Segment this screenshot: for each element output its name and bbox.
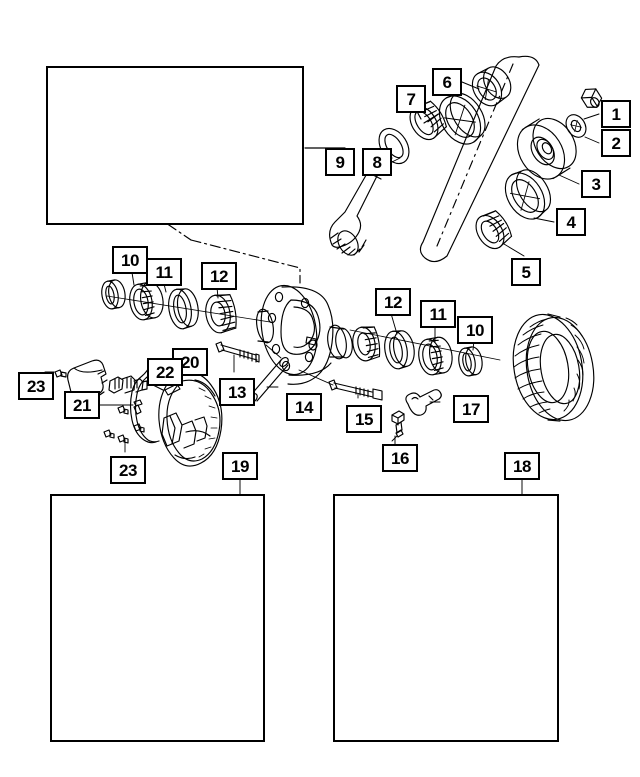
vent-parts — [391, 389, 442, 442]
outer-pinion-bearing-cone — [475, 210, 513, 250]
diff-bearing-shim-right — [458, 346, 483, 377]
pinion-yoke-seal — [516, 117, 577, 180]
callout-21[interactable]: 21 — [64, 391, 100, 419]
callout-18[interactable]: 18 — [504, 452, 540, 480]
inset-box-top — [46, 66, 304, 225]
callout-17[interactable]: 17 — [453, 395, 489, 423]
callout-19[interactable]: 19 — [222, 452, 258, 480]
diff-bearing-cone-right-2 — [418, 336, 453, 376]
outer-pinion-bearing-cup — [504, 169, 552, 220]
diff-bearing-cone-left — [129, 281, 164, 321]
vent-hose-clip — [405, 389, 442, 416]
callout-10[interactable]: 10 — [112, 246, 148, 274]
vent-fitting — [391, 410, 405, 438]
ring-gear-bolt — [328, 379, 383, 401]
diff-bearing-cone-right — [352, 326, 381, 362]
inset-box-bottom-right — [333, 494, 559, 742]
callout-14[interactable]: 14 — [286, 393, 322, 421]
callout-12-right[interactable]: 12 — [375, 288, 411, 316]
differential-case — [256, 284, 353, 385]
pinion-shim — [471, 66, 512, 107]
diff-bearing-cone-left-2 — [205, 294, 237, 334]
pinion-mate-shaft-bolt — [215, 341, 260, 363]
callout-11-right[interactable]: 11 — [420, 300, 456, 328]
diff-bearing-cup-left — [168, 288, 199, 330]
ring-gear — [512, 313, 595, 422]
callout-3[interactable]: 3 — [581, 170, 611, 198]
callout-6[interactable]: 6 — [432, 68, 462, 96]
callout-10-right[interactable]: 10 — [457, 316, 493, 344]
pinion-shaft-assembly — [329, 55, 603, 263]
callout-9[interactable]: 9 — [325, 148, 355, 176]
callout-1[interactable]: 1 — [601, 100, 631, 128]
callout-23-upper[interactable]: 23 — [18, 372, 54, 400]
diff-bearing-shim-left — [101, 279, 126, 310]
abs-sensor-wire — [129, 363, 160, 444]
abs-connector — [108, 375, 148, 394]
callout-16[interactable]: 16 — [382, 444, 418, 472]
abs-sensor-assembly — [44, 359, 223, 467]
inset-box-bottom-left — [50, 494, 265, 742]
callout-8[interactable]: 8 — [362, 148, 392, 176]
abs-tone-ring-bracket — [150, 370, 223, 467]
callout-4[interactable]: 4 — [556, 208, 586, 236]
pinion-nut — [580, 88, 603, 108]
callout-15[interactable]: 15 — [346, 405, 382, 433]
callout-12[interactable]: 12 — [201, 262, 237, 290]
abs-hardware — [103, 399, 145, 444]
callout-2[interactable]: 2 — [601, 129, 631, 157]
callout-5[interactable]: 5 — [511, 258, 541, 286]
pinion-washer — [565, 114, 587, 138]
differential-case-row — [101, 279, 595, 422]
callout-11[interactable]: 11 — [146, 258, 182, 286]
diff-bearing-cup-right — [384, 330, 415, 370]
callout-7[interactable]: 7 — [396, 85, 426, 113]
callout-23-lower[interactable]: 23 — [110, 456, 146, 484]
callout-22[interactable]: 22 — [147, 358, 183, 386]
callout-13[interactable]: 13 — [219, 378, 255, 406]
